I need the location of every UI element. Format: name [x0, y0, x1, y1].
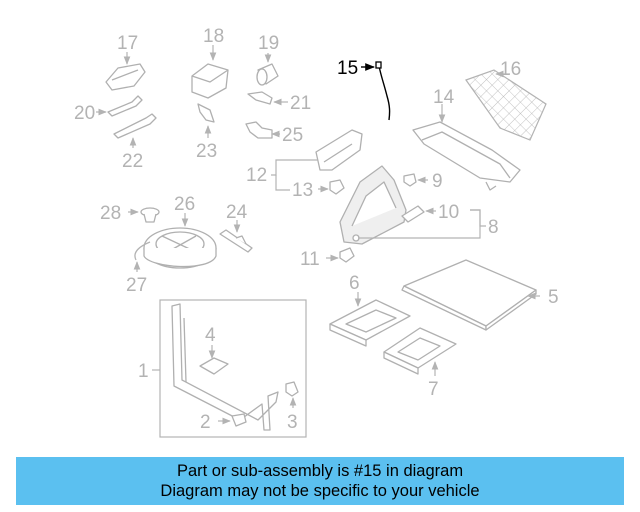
part-10-panel: 10	[401, 202, 459, 223]
callout-26[interactable]: 26	[174, 194, 195, 215]
part-17-jack: 17	[105, 33, 146, 91]
part-20-handle: 20	[74, 95, 143, 124]
part-24-rod: 24	[219, 202, 253, 253]
part-21-clip: 21	[247, 91, 311, 114]
part-9-clip: 9	[403, 171, 443, 192]
part-1-sill-assembly: 1	[138, 299, 307, 438]
part-2-clip: 2	[200, 412, 247, 433]
callout-4[interactable]: 4	[205, 325, 216, 346]
part-6-tray: 6	[329, 273, 411, 347]
callout-15[interactable]: 15	[337, 58, 358, 79]
callout-27[interactable]: 27	[126, 275, 147, 296]
callout-10[interactable]: 10	[438, 202, 459, 223]
callout-28[interactable]: 28	[100, 203, 121, 224]
callout-9[interactable]: 9	[432, 171, 443, 192]
part-13-clip: 13	[292, 179, 345, 201]
part-7-tray: 7	[383, 327, 457, 400]
part-28-cap: 28	[100, 203, 160, 224]
callout-14[interactable]: 14	[433, 87, 455, 108]
parts-diagram: 17 20 22 18 23 19 21 2	[74, 26, 559, 438]
part-5-trunk-mat: 5	[401, 259, 559, 331]
callout-8[interactable]: 8	[488, 217, 499, 238]
part-16-cargo-net: 16	[465, 59, 547, 141]
callout-25[interactable]: 25	[282, 125, 303, 146]
part-4-label: 4	[199, 325, 229, 375]
callout-19[interactable]: 19	[258, 33, 279, 54]
callout-13[interactable]: 13	[292, 180, 313, 201]
part-25-bracket: 25	[245, 121, 303, 146]
part-3-clip: 3	[285, 381, 299, 433]
callout-21[interactable]: 21	[290, 93, 311, 114]
callout-22[interactable]: 22	[122, 151, 143, 172]
part-19-cylinder: 19	[256, 33, 279, 86]
part-15-cable: 15	[337, 58, 391, 121]
callout-18[interactable]: 18	[203, 26, 224, 47]
part-12-bracket: 12	[246, 129, 363, 191]
part-11-fastener: 11	[300, 247, 355, 270]
callout-6[interactable]: 6	[349, 273, 360, 294]
callout-12[interactable]: 12	[246, 165, 267, 186]
part-18-tool-bag: 18	[191, 26, 229, 99]
callout-3[interactable]: 3	[287, 412, 298, 433]
callout-11[interactable]: 11	[300, 249, 320, 270]
callout-5[interactable]: 5	[548, 287, 559, 308]
callout-2[interactable]: 2	[200, 412, 211, 433]
banner-line-part: Part or sub-assembly is #15 in diagram	[176, 462, 464, 480]
part-27-cable: 27	[126, 241, 151, 296]
callout-24[interactable]: 24	[226, 202, 248, 223]
part-26-spare-tray: 26	[143, 194, 217, 269]
part-22-wrench: 22	[113, 113, 157, 172]
callout-7[interactable]: 7	[428, 379, 439, 400]
part-14-parcel-shelf: 14	[412, 87, 521, 191]
callout-1[interactable]: 1	[138, 361, 149, 382]
info-banner: Part or sub-assembly is #15 in diagram D…	[16, 457, 624, 505]
callout-16[interactable]: 16	[500, 59, 521, 80]
part-23-hook: 23	[196, 103, 217, 162]
callout-20[interactable]: 20	[74, 103, 95, 124]
callout-17[interactable]: 17	[117, 33, 138, 54]
callout-23[interactable]: 23	[196, 141, 217, 162]
part-8-side-trim: 8	[339, 165, 499, 245]
banner-line-disclaimer: Diagram may not be specific to your vehi…	[160, 482, 480, 500]
